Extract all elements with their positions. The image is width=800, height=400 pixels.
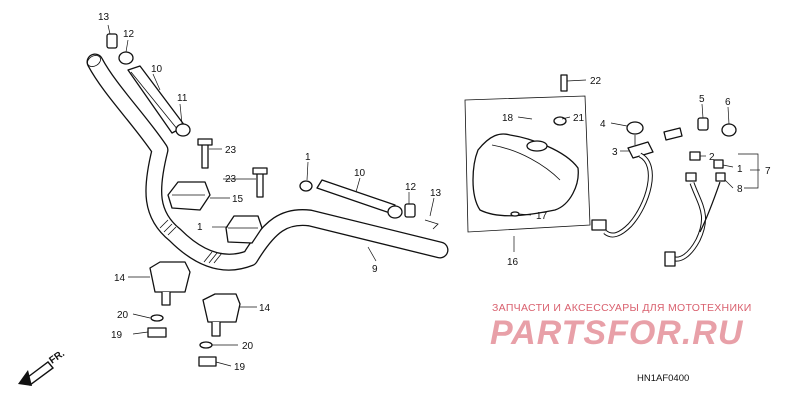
upper-holder-15 bbox=[167, 181, 211, 211]
callout-2: 2 bbox=[709, 152, 715, 163]
collar-1 bbox=[299, 180, 313, 192]
callout-5: 5 bbox=[699, 94, 705, 105]
callout-13: 13 bbox=[98, 12, 110, 23]
callout-4: 4 bbox=[600, 119, 606, 130]
callout-14b: 14 bbox=[259, 303, 271, 314]
ignition-switch-3 bbox=[627, 141, 654, 159]
grip-end-11 bbox=[175, 123, 191, 137]
clip-17 bbox=[510, 211, 520, 217]
callout-19a: 19 bbox=[111, 330, 123, 341]
bulb-5 bbox=[697, 117, 709, 131]
callout-21: 21 bbox=[573, 113, 585, 124]
bolt-23b bbox=[256, 171, 264, 198]
callout-13b: 13 bbox=[430, 188, 442, 199]
right-grip-assembly bbox=[299, 179, 439, 230]
socket-8a bbox=[685, 172, 697, 182]
grip-end-weight-12b bbox=[387, 205, 403, 219]
callout-20a: 20 bbox=[117, 310, 129, 321]
callout-17: 17 bbox=[536, 211, 548, 222]
washer-20a bbox=[150, 314, 164, 322]
callout-20b: 20 bbox=[242, 341, 254, 352]
left-grip-assembly bbox=[106, 33, 191, 137]
lower-holder-14a bbox=[149, 261, 191, 293]
grip-end-screw-13b bbox=[404, 203, 416, 218]
front-arrow: FR. bbox=[18, 348, 67, 386]
callout-11: 11 bbox=[177, 93, 188, 104]
callout-10: 10 bbox=[151, 64, 163, 75]
washer-20b bbox=[199, 341, 213, 349]
switch-assembly bbox=[591, 117, 737, 267]
socket-8b bbox=[715, 172, 726, 182]
diagram-code: HN1AF0400 bbox=[637, 373, 690, 384]
callout-23b: 23 bbox=[225, 174, 237, 185]
callout-12: 12 bbox=[123, 29, 135, 40]
grip-end-weight-12 bbox=[118, 51, 134, 65]
grip-10-right bbox=[316, 179, 396, 214]
callout-16: 16 bbox=[507, 257, 519, 268]
lower-holders bbox=[147, 261, 241, 367]
grip-end-screw-13 bbox=[106, 33, 118, 49]
callout-10b: 10 bbox=[354, 168, 366, 179]
callout-1r: 1 bbox=[737, 164, 743, 175]
cover-assembly bbox=[464, 74, 591, 233]
lamp-1 bbox=[713, 159, 724, 169]
callouts: 13 12 10 11 23 23 15 1 1 10 12 13 9 14 1… bbox=[98, 12, 771, 373]
upper-holder-15b bbox=[225, 215, 263, 244]
callout-7: 7 bbox=[765, 166, 771, 177]
grommet-18 bbox=[526, 140, 548, 152]
callout-3: 3 bbox=[612, 147, 618, 158]
holder-clamps bbox=[167, 138, 268, 244]
bulb-socket-6 bbox=[721, 123, 737, 137]
front-arrow-label: FR. bbox=[47, 348, 67, 366]
callout-15: 15 bbox=[232, 194, 244, 205]
callout-18: 18 bbox=[502, 113, 514, 124]
nut-19b bbox=[198, 356, 217, 367]
callout-1: 1 bbox=[305, 152, 311, 163]
watermark-logo: PARTSFOR.RU bbox=[490, 314, 744, 352]
lower-holder-14b bbox=[202, 293, 241, 323]
screw-22 bbox=[560, 74, 568, 92]
bulb-2 bbox=[689, 151, 701, 161]
callout-23: 23 bbox=[225, 145, 237, 156]
callout-12b: 12 bbox=[405, 182, 417, 193]
handlebar bbox=[86, 53, 449, 271]
callout-14a: 14 bbox=[114, 273, 126, 284]
bolt-23a bbox=[201, 142, 209, 169]
switch-nut-4 bbox=[626, 121, 644, 135]
callout-8: 8 bbox=[737, 184, 743, 195]
nut-19a bbox=[147, 327, 167, 338]
handlebar-cover-16 bbox=[472, 133, 579, 217]
callout-19b: 19 bbox=[234, 362, 246, 373]
callout-6: 6 bbox=[725, 97, 731, 108]
callout-15b: 1 bbox=[197, 222, 203, 233]
leader-lines bbox=[107, 24, 760, 367]
watermark-tagline: ЗАПЧАСТИ И АКСЕССУАРЫ ДЛЯ МОТОТЕХНИКИ bbox=[492, 302, 752, 314]
callout-22: 22 bbox=[590, 76, 602, 87]
callout-9: 9 bbox=[372, 264, 378, 275]
